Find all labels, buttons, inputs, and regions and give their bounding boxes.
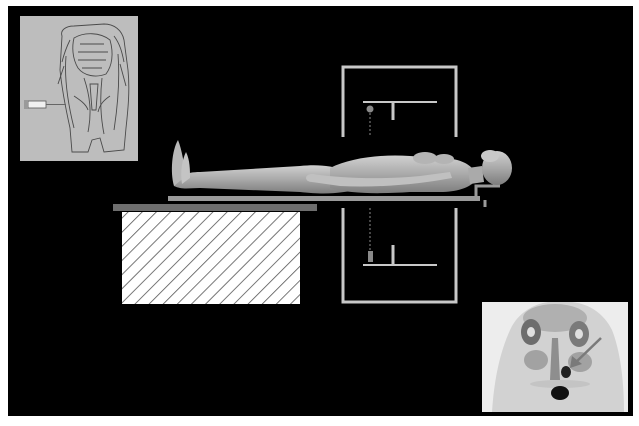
- bed-base: [122, 212, 300, 304]
- bed-frame: [113, 204, 317, 211]
- lesion-hotspot: [561, 366, 571, 378]
- bed-slide-tray: [168, 196, 480, 201]
- injection-panel: [20, 16, 138, 161]
- bladder-uptake: [551, 386, 569, 400]
- scan-result-image: [482, 302, 628, 412]
- injection-panel-frame: [20, 16, 138, 161]
